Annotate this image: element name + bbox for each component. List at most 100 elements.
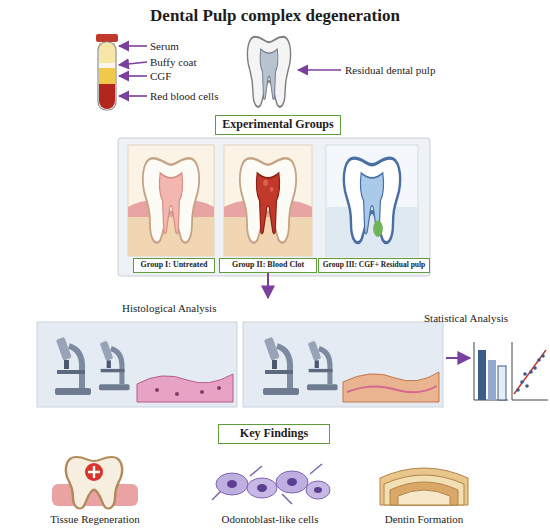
bar-chart <box>478 350 486 400</box>
regeneration-icon <box>66 457 122 509</box>
dentin-layers-icon <box>380 468 468 505</box>
microscope-image <box>55 337 91 395</box>
diagram-title: Dental Pulp complex degeneration <box>0 6 550 26</box>
residual-pulp-tooth <box>260 49 278 99</box>
connector-group <box>446 358 470 359</box>
leader-arrow <box>119 75 147 77</box>
odontoblast-cells-icon <box>216 473 248 495</box>
microscope-image <box>347 386 437 392</box>
layer-label: Buffy coat <box>150 56 197 68</box>
microscope-image <box>243 322 443 407</box>
scatter-plot <box>525 384 529 388</box>
odontoblast-cells-icon <box>287 478 297 486</box>
box-label: Group III: CGF+ Residual pulp <box>323 261 426 269</box>
microscope-image <box>155 388 159 392</box>
blood-tube <box>99 84 115 109</box>
scatter-plot <box>514 350 546 394</box>
blood-tube <box>99 68 115 84</box>
blood-tube <box>99 43 115 63</box>
analysis-panel: Histological Analysis <box>36 298 446 410</box>
group-two-image <box>240 158 296 243</box>
scatter-plot <box>512 400 548 401</box>
microscope-image <box>307 341 338 390</box>
scatter-plot <box>512 342 513 400</box>
odontoblast-cells-icon <box>314 487 322 493</box>
microscope-image <box>37 322 237 407</box>
group-two-image <box>263 180 268 187</box>
bar-chart <box>498 366 506 400</box>
groups-panel <box>118 138 430 276</box>
flow-arrow <box>267 273 269 298</box>
odontoblast-cells-icon <box>212 464 330 504</box>
group-three-image <box>344 158 400 243</box>
bar-chart <box>488 360 496 400</box>
dentin-layers-icon <box>390 482 458 505</box>
regeneration-icon <box>52 457 138 509</box>
microscope-image <box>217 386 221 390</box>
odontoblast-cells-icon <box>257 484 267 492</box>
group-three-image <box>326 145 418 256</box>
box-label: Group I: Untreated <box>141 261 208 270</box>
group-two-image <box>256 173 279 234</box>
microscope-image <box>263 337 299 395</box>
box-label: Experimental Groups <box>222 118 333 131</box>
layer-label: CGF <box>150 70 171 82</box>
finding-label: Dentin Formation <box>364 513 484 525</box>
group-label-box: Group III: CGF+ Residual pulp <box>318 258 430 273</box>
scatter-plot <box>533 366 537 370</box>
flow-arrow <box>446 357 470 359</box>
microscope-image <box>37 322 237 407</box>
group-three-image <box>326 207 418 256</box>
microscope-image <box>175 392 179 396</box>
scatter-plot <box>537 358 541 362</box>
group-one-image <box>143 158 199 243</box>
odontoblast-cells-icon <box>306 481 330 499</box>
finding-label: Odontoblast-like cells <box>195 513 345 525</box>
residual-pulp-tooth <box>247 37 290 107</box>
group-one-image <box>143 158 199 243</box>
dentin-layers-icon <box>398 490 450 505</box>
microscope-image <box>200 390 204 394</box>
scatter-plot <box>516 388 520 392</box>
group-two-image <box>270 187 274 192</box>
box-label: Group II: Blood Clot <box>232 261 304 270</box>
regeneration-icon <box>66 457 122 509</box>
regeneration-icon <box>88 466 100 478</box>
blood-tube <box>98 42 116 110</box>
residual-pulp-tooth <box>247 37 290 107</box>
layer-label: Serum <box>150 40 179 52</box>
microscope-image <box>99 341 130 390</box>
scatter-plot <box>523 372 527 376</box>
group-label-box: Group II: Blood Clot <box>219 258 317 273</box>
section-header-box: Key Findings <box>218 424 330 444</box>
leader-arrow <box>119 95 147 97</box>
blood-tube <box>96 34 118 42</box>
group-one-image <box>128 145 214 256</box>
dentin-layers-icon <box>380 468 468 505</box>
blood-tube <box>99 63 115 68</box>
leader-arrow <box>119 46 341 96</box>
group-label-box: Group I: Untreated <box>133 258 215 273</box>
dentin-layers-icon <box>384 475 464 505</box>
microscope-image <box>343 372 439 402</box>
regeneration-icon <box>85 463 103 481</box>
layer-label: Red blood cells <box>150 90 218 102</box>
microscope-image <box>137 374 233 402</box>
blood-tube <box>96 34 118 110</box>
group-two-image <box>224 145 312 256</box>
group-two-image <box>224 145 312 256</box>
leader-arrow <box>119 45 147 47</box>
scatter-plot <box>512 342 548 400</box>
odontoblast-cells-icon <box>212 464 322 504</box>
box-label: Key Findings <box>240 427 308 440</box>
group-three-image <box>344 158 400 243</box>
microscope-image <box>243 322 443 407</box>
odontoblast-cells-icon <box>227 480 237 488</box>
panel-heading: Statistical Analysis <box>424 312 508 324</box>
group-one-image <box>128 145 214 256</box>
analysis-panel: Statistical Analysis <box>470 312 548 404</box>
odontoblast-cells-icon <box>276 471 308 493</box>
group-three-image <box>326 145 418 256</box>
